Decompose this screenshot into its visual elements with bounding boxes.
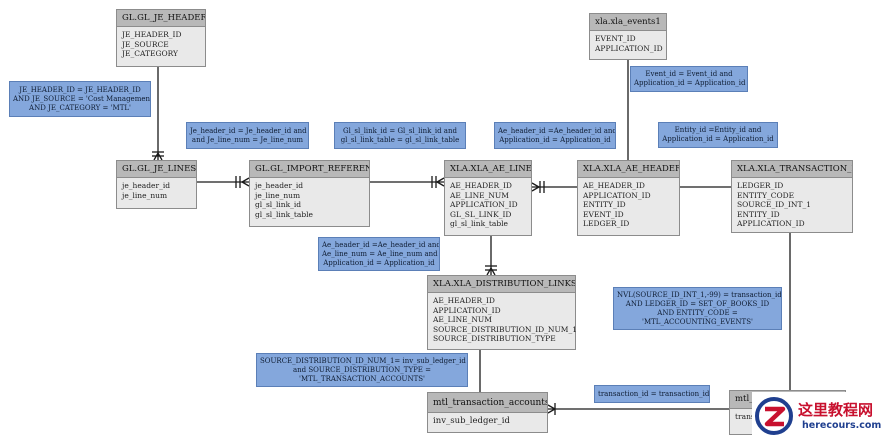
entity-column: APPLICATION_ID: [433, 305, 501, 315]
entity-title: GL.GL_IMPORT_REFERENCES: [250, 161, 369, 178]
entity-column: inv_sub_ledger_id: [433, 416, 510, 426]
entity-gl-je-lines[interactable]: GL.GL_JE_LINES je_header_id je_line_num: [116, 160, 197, 209]
entity-title: mtl_transaction_accounts: [428, 393, 547, 413]
entity-column: je_line_num: [255, 190, 301, 200]
entity-title: xla.xla_events1: [590, 14, 666, 31]
entity-column: APPLICATION_ID: [737, 219, 805, 229]
entity-xla-transaction-entities[interactable]: XLA.XLA_TRANSACTION_ENTITIES LEDGER_ID E…: [731, 160, 853, 233]
entity-column: AE_LINE_NUM: [433, 315, 492, 325]
join-note-aelines-aeheaders: Ae_header_id =Ae_header_id and Applicati…: [494, 122, 616, 149]
entity-xla-ae-headers[interactable]: XLA.XLA_AE_HEADERS AE_HEADER_ID APPLICAT…: [577, 160, 680, 236]
entity-column: APPLICATION_ID: [595, 43, 663, 53]
entity-title: GL.GL_JE_HEADERS: [117, 10, 205, 27]
entity-column: EVENT_ID: [595, 34, 636, 43]
entity-column: AE_HEADER_ID: [433, 296, 495, 305]
entity-title: XLA.XLA_DISTRIBUTION_LINKS: [428, 276, 575, 293]
entity-column: AE_LINE_NUM: [450, 190, 509, 200]
entity-column: SOURCE_ID_INT_1: [737, 200, 811, 210]
entity-title: XLA.XLA_TRANSACTION_ENTITIES: [732, 161, 852, 178]
watermark: 这里教程网 herecours.com: [752, 392, 890, 441]
entity-column: GL_SL_LINK_ID: [450, 209, 512, 219]
join-note-srcdist: SOURCE_DISTRIBUTION_ID_NUM_1= inv_sub_le…: [256, 353, 468, 387]
entity-column: je_header_id: [255, 181, 304, 190]
entity-xla-events[interactable]: xla.xla_events1 EVENT_ID APPLICATION_ID: [589, 13, 667, 60]
entity-gl-import-references[interactable]: GL.GL_IMPORT_REFERENCES je_header_id je_…: [249, 160, 370, 227]
entity-column: AE_HEADER_ID: [450, 181, 512, 190]
entity-column: LEDGER_ID: [737, 181, 784, 190]
entity-column: APPLICATION_ID: [583, 190, 651, 200]
entity-column: gl_sl_link_table: [450, 219, 508, 229]
join-note-trx: transaction_id = transaction_id: [594, 385, 710, 403]
join-note-entities: Entity_id =Entity_id and Application_id …: [658, 122, 778, 148]
entity-mtl-transaction-accounts[interactable]: mtl_transaction_accounts inv_sub_ledger_…: [427, 392, 548, 433]
entity-column: ENTITY_ID: [583, 200, 626, 210]
entity-column: je_line_num: [122, 190, 168, 200]
entity-column: EVENT_ID: [583, 209, 624, 219]
entity-column: ENTITY_CODE: [737, 190, 795, 200]
entity-column: JE_CATEGORY: [122, 49, 178, 59]
entity-column: SOURCE_DISTRIBUTION_TYPE: [433, 334, 556, 344]
entity-title: GL.GL_JE_LINES: [117, 161, 196, 178]
join-note-lines-refs: Je_header_id = Je_header_id and and Je_l…: [186, 122, 309, 149]
watermark-logo-icon: [755, 397, 793, 435]
entity-column: AE_HEADER_ID: [583, 181, 645, 190]
entity-column: je_header_id: [122, 181, 171, 190]
entity-column: JE_SOURCE: [122, 39, 169, 49]
join-note-nvl: NVL(SOURCE_ID_INT_1,-99) = transaction_i…: [613, 287, 782, 330]
join-note-events: Event_id = Event_id and Application_id =…: [630, 66, 748, 92]
entity-column: JE_HEADER_ID: [122, 30, 182, 39]
entity-column: gl_sl_link_table: [255, 209, 313, 219]
join-note-headers-lines: JE_HEADER_ID = JE_HEADER_ID AND JE_SOURC…: [9, 81, 151, 117]
entity-xla-ae-lines[interactable]: XLA.XLA_AE_LINES AE_HEADER_ID AE_LINE_NU…: [444, 160, 532, 236]
watermark-title: 这里教程网: [798, 401, 874, 419]
entity-column: ENTITY_ID: [737, 209, 780, 219]
watermark-url: herecours.com: [802, 420, 882, 431]
join-note-dist: Ae_header_id =Ae_header_id and Ae_line_n…: [318, 237, 440, 271]
entity-column: gl_sl_link_id: [255, 200, 302, 210]
entity-column: APPLICATION_ID: [450, 200, 518, 210]
entity-column: SOURCE_DISTRIBUTION_ID_NUM_1: [433, 324, 578, 334]
entity-xla-distribution-links[interactable]: XLA.XLA_DISTRIBUTION_LINKS AE_HEADER_ID …: [427, 275, 578, 350]
entity-gl-je-headers[interactable]: GL.GL_JE_HEADERS JE_HEADER_ID JE_SOURCE …: [116, 9, 206, 67]
entity-column: LEDGER_ID: [583, 219, 630, 229]
entity-title: XLA.XLA_AE_HEADERS: [578, 161, 679, 178]
entity-title: XLA.XLA_AE_LINES: [445, 161, 531, 178]
join-note-refs-aelines: Gl_sl_link_id = Gl_sl_link_id and gl_sl_…: [334, 122, 466, 149]
